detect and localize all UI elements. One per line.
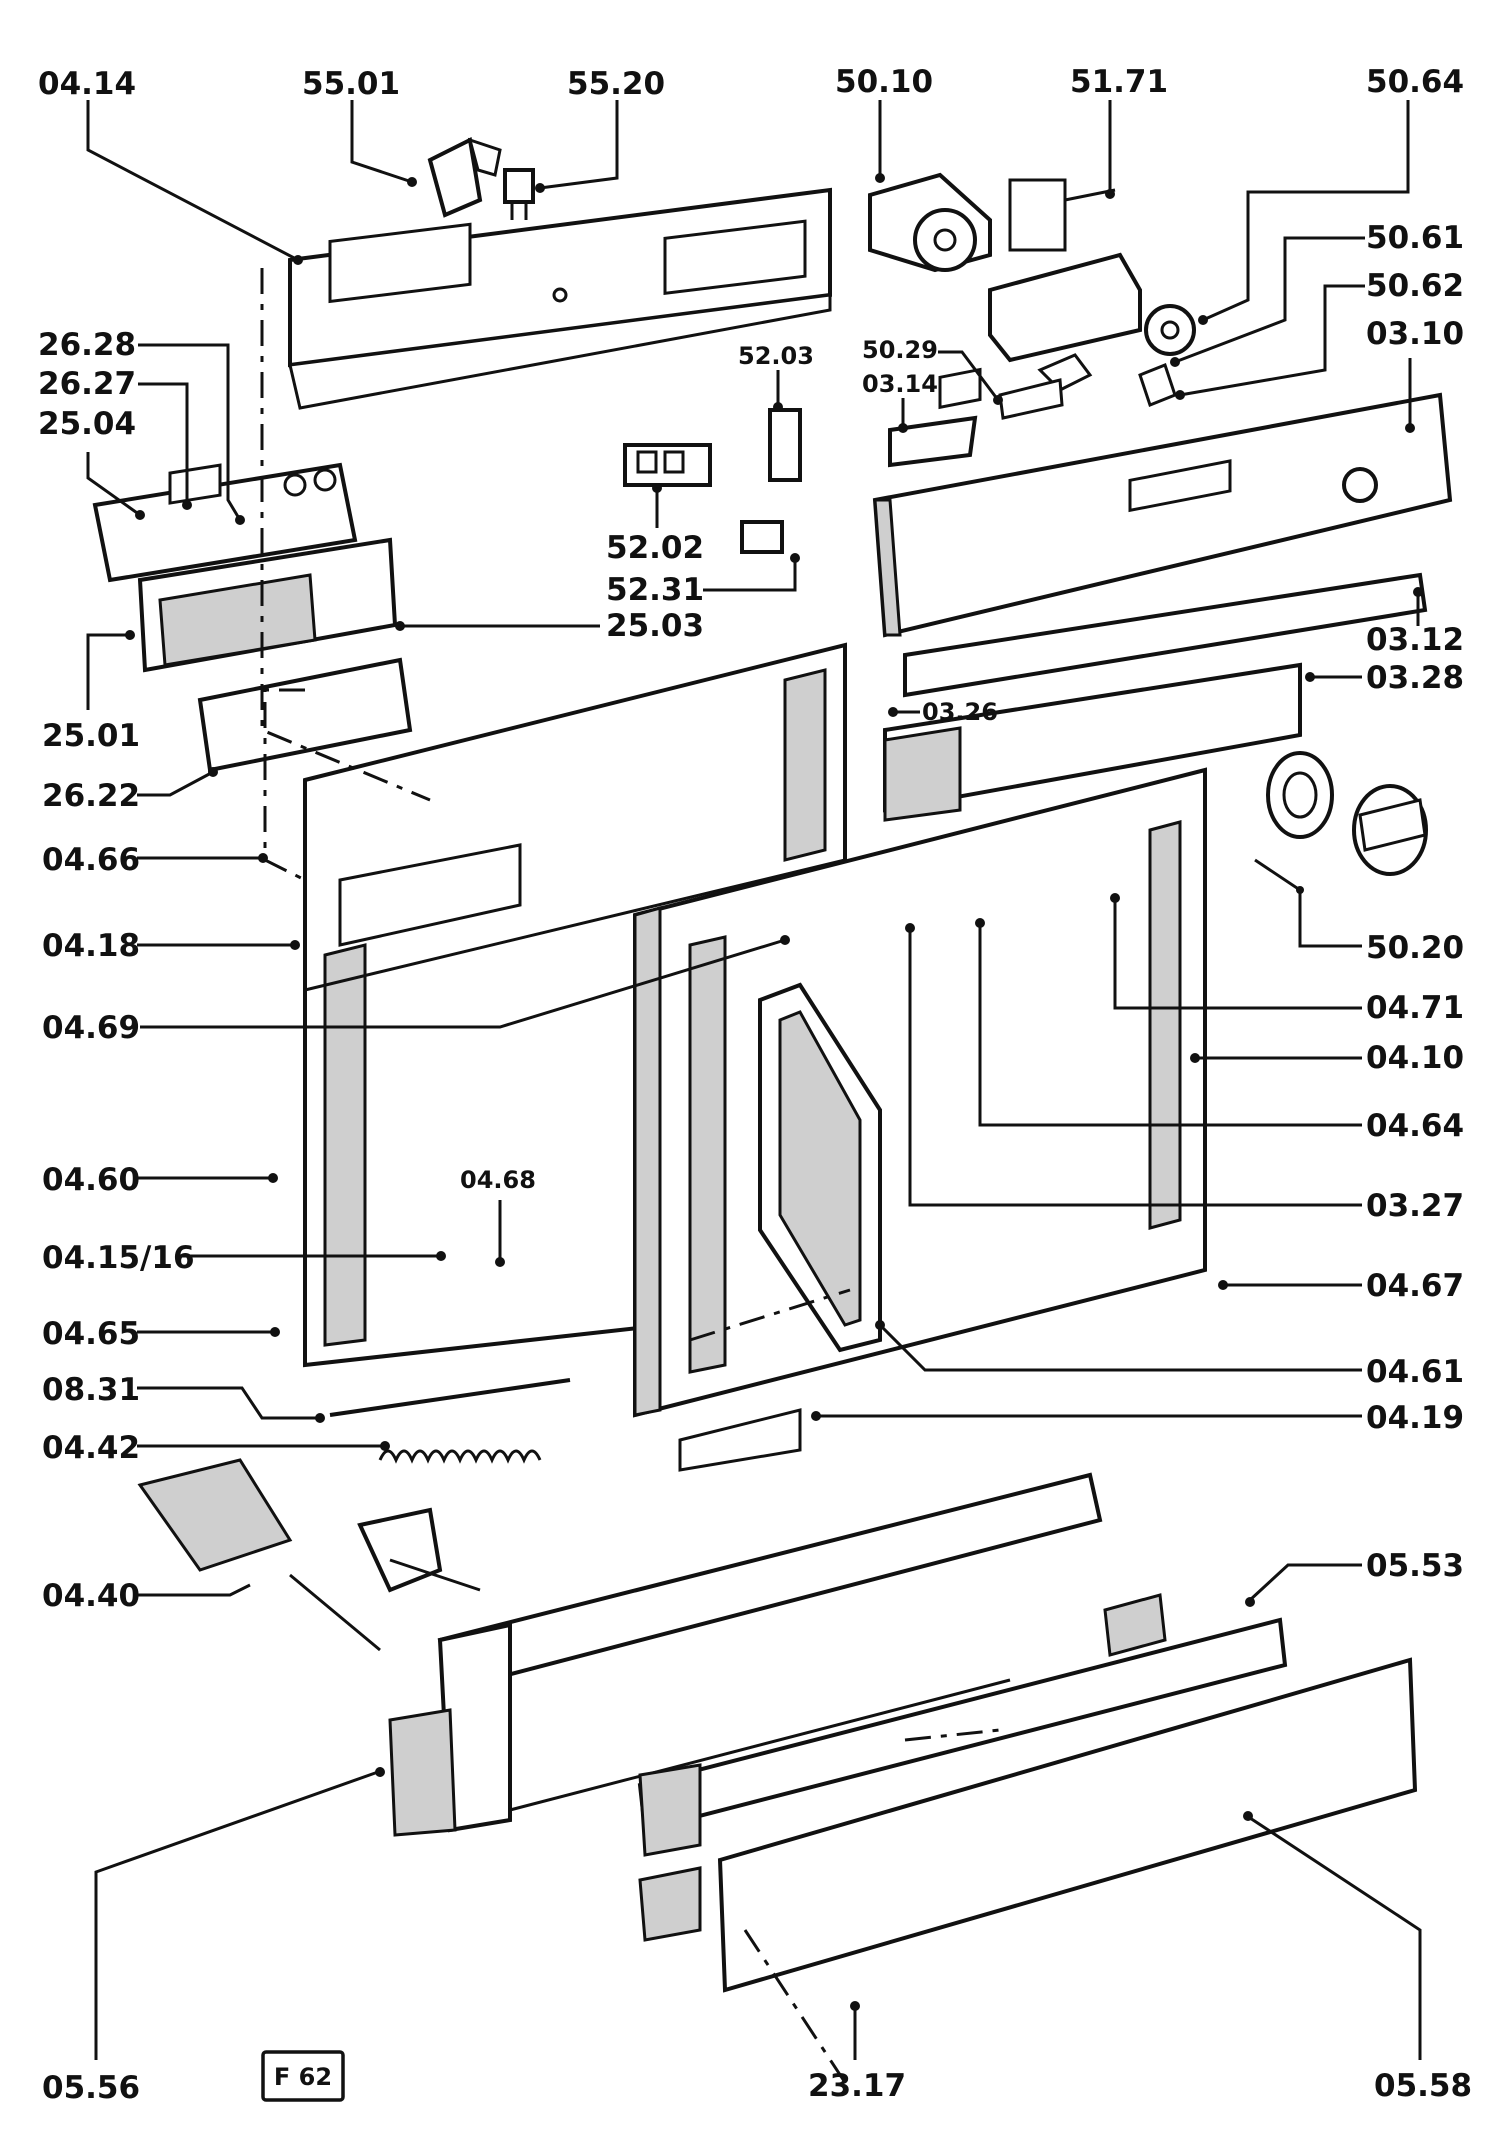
switch-parts <box>427 137 535 220</box>
label-23-17: 23.17 <box>808 2068 906 2104</box>
part-number-labels: 04.14 55.01 55.20 50.10 51.71 50.64 50.6… <box>38 64 1472 2106</box>
control-panel-part <box>872 367 1453 638</box>
label-26-22: 26.22 <box>42 778 140 814</box>
label-50-62: 50.62 <box>1366 268 1464 304</box>
label-05-58: 05.58 <box>1374 2068 1472 2104</box>
label-04-68: 04.68 <box>460 1166 536 1194</box>
label-26-28: 26.28 <box>38 327 136 363</box>
label-04-18: 04.18 <box>42 928 140 964</box>
label-50-10: 50.10 <box>835 64 933 100</box>
label-05-53: 05.53 <box>1366 1548 1464 1584</box>
label-04-14: 04.14 <box>38 66 136 102</box>
spring-rod-parts <box>329 1378 802 1472</box>
small-switch-parts <box>623 408 978 554</box>
leader-lines <box>86 100 1423 2060</box>
label-04-71: 04.71 <box>1366 990 1464 1026</box>
label-50-20: 50.20 <box>1366 930 1464 966</box>
label-25-04: 25.04 <box>38 406 136 442</box>
label-55-20: 55.20 <box>567 66 665 102</box>
base-frame-part <box>388 1472 1103 1837</box>
label-51-71: 51.71 <box>1070 64 1168 100</box>
timer-switch-block <box>988 252 1196 420</box>
label-03-28: 03.28 <box>1366 660 1464 696</box>
label-04-67: 04.67 <box>1366 1268 1464 1304</box>
assembly-guide-lines <box>260 268 1001 2091</box>
label-52-03: 52.03 <box>738 342 814 370</box>
label-04-61: 04.61 <box>1366 1354 1464 1390</box>
label-05-56: 05.56 <box>42 2070 140 2106</box>
label-04-40: 04.40 <box>42 1578 140 1614</box>
label-04-42: 04.42 <box>42 1430 140 1466</box>
label-55-01: 55.01 <box>302 66 400 102</box>
label-50-64: 50.64 <box>1366 64 1464 100</box>
label-03-14: 03.14 <box>862 370 938 398</box>
label-04-15-16: 04.15/16 <box>42 1240 195 1276</box>
dispenser-part <box>92 462 413 773</box>
plinth-part <box>637 1593 1418 1993</box>
figure-id-badge: F 62 <box>261 2050 345 2102</box>
label-50-61: 50.61 <box>1366 220 1464 256</box>
label-52-31: 52.31 <box>606 572 704 608</box>
label-26-27: 26.27 <box>38 366 136 402</box>
label-25-03: 25.03 <box>606 608 704 644</box>
label-04-10: 04.10 <box>1366 1040 1464 1076</box>
figure-id-text: F 62 <box>274 2063 332 2091</box>
label-03-27: 03.27 <box>1366 1188 1464 1224</box>
knob-parts <box>1266 751 1428 876</box>
label-04-64: 04.64 <box>1366 1108 1464 1144</box>
label-03-10: 03.10 <box>1366 316 1464 352</box>
label-08-31: 08.31 <box>42 1372 140 1408</box>
label-03-12: 03.12 <box>1366 622 1464 658</box>
indicator-strip-part <box>883 572 1428 822</box>
timer-motor-part <box>868 172 1116 273</box>
label-04-66: 04.66 <box>42 842 140 878</box>
outer-door-part <box>633 767 1207 1418</box>
label-25-01: 25.01 <box>42 718 140 754</box>
top-rail-part <box>288 187 832 410</box>
label-52-02: 52.02 <box>606 530 704 566</box>
label-04-69: 04.69 <box>42 1010 140 1046</box>
label-04-65: 04.65 <box>42 1316 140 1352</box>
hinge-part <box>137 1458 481 1652</box>
label-03-26: 03.26 <box>922 698 998 726</box>
label-04-19: 04.19 <box>1366 1400 1464 1436</box>
label-50-29: 50.29 <box>862 336 938 364</box>
label-04-60: 04.60 <box>42 1162 140 1198</box>
